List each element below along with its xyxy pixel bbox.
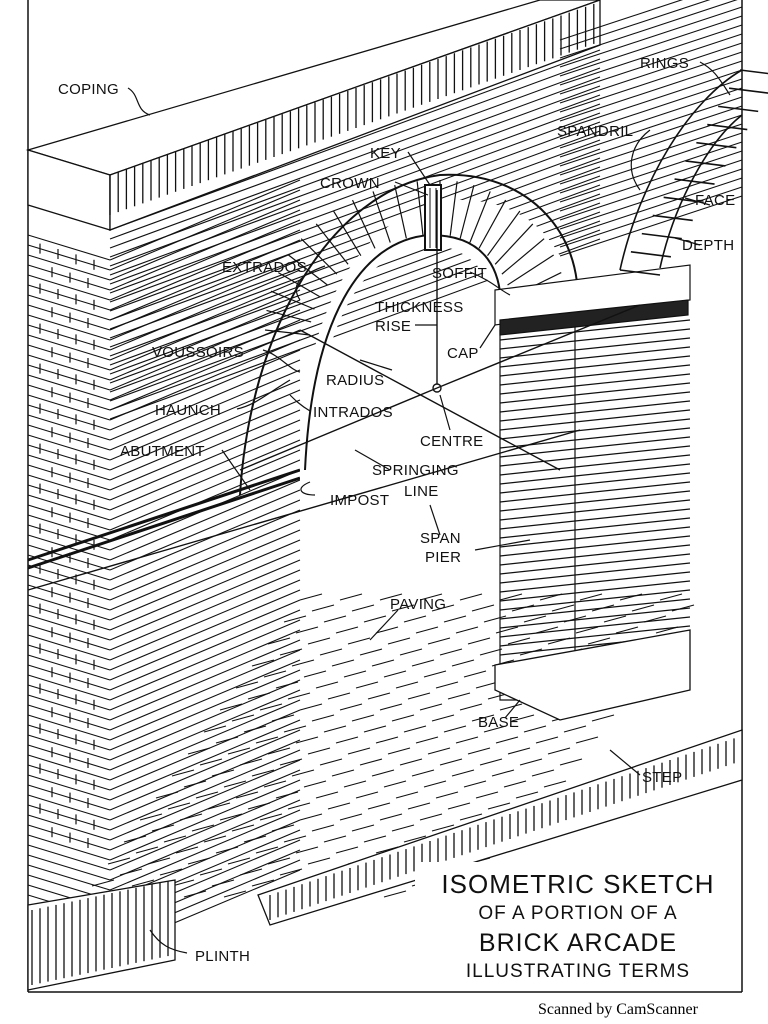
label-voussoirs: VOUSSOIRS [152,344,244,361]
label-abutment: ABUTMENT [120,443,205,460]
label-impost: IMPOST [330,492,389,509]
label-radius: RADIUS [326,372,384,389]
step-plinth [27,629,743,991]
title-line-2: OF A PORTION OF A [478,903,677,924]
term-labels: COPING RINGS SPANDRIL KEY CROWN FACE DEP… [58,55,735,965]
leader-lines [127,61,731,954]
title-block: ISOMETRIC SKETCH OF A PORTION OF A BRICK… [415,862,740,990]
label-extrados: EXTRADOS [222,259,307,276]
label-step: STEP [642,769,682,786]
label-spandril: SPANDRIL [557,123,633,140]
label-pier: PIER [425,549,461,566]
label-depth: DEPTH [682,237,734,254]
label-springing-line: LINE [404,483,439,500]
right-pier [494,264,691,701]
scanner-watermark: Scanned by CamScanner [538,1001,699,1018]
label-springing: SPRINGING [372,462,459,479]
label-paving: PAVING [390,596,446,613]
label-crown: CROWN [320,175,380,192]
title-line-3: BRICK ARCADE [479,929,677,957]
wall-courses [27,0,743,951]
label-face: FACE [695,192,735,209]
label-key: KEY [370,145,401,162]
label-plinth: PLINTH [195,948,250,965]
left-pier-bond [39,243,95,848]
title-line-1: ISOMETRIC SKETCH [441,869,714,899]
label-base: BASE [478,714,519,731]
label-coping: COPING [58,81,119,98]
label-span: SPAN [420,530,461,547]
label-rise: RISE [375,318,411,335]
label-centre: CENTRE [420,433,483,450]
label-cap: CAP [447,345,479,362]
label-rings: RINGS [640,55,689,72]
guide-lines [27,190,641,591]
label-thickness: THICKNESS [375,299,464,316]
label-soffit: SOFFIT [432,265,487,282]
label-haunch: HAUNCH [155,402,221,419]
title-line-4: ILLUSTRATING TERMS [466,961,690,982]
coping-bricks [25,0,601,231]
label-intrados: INTRADOS [313,404,393,421]
